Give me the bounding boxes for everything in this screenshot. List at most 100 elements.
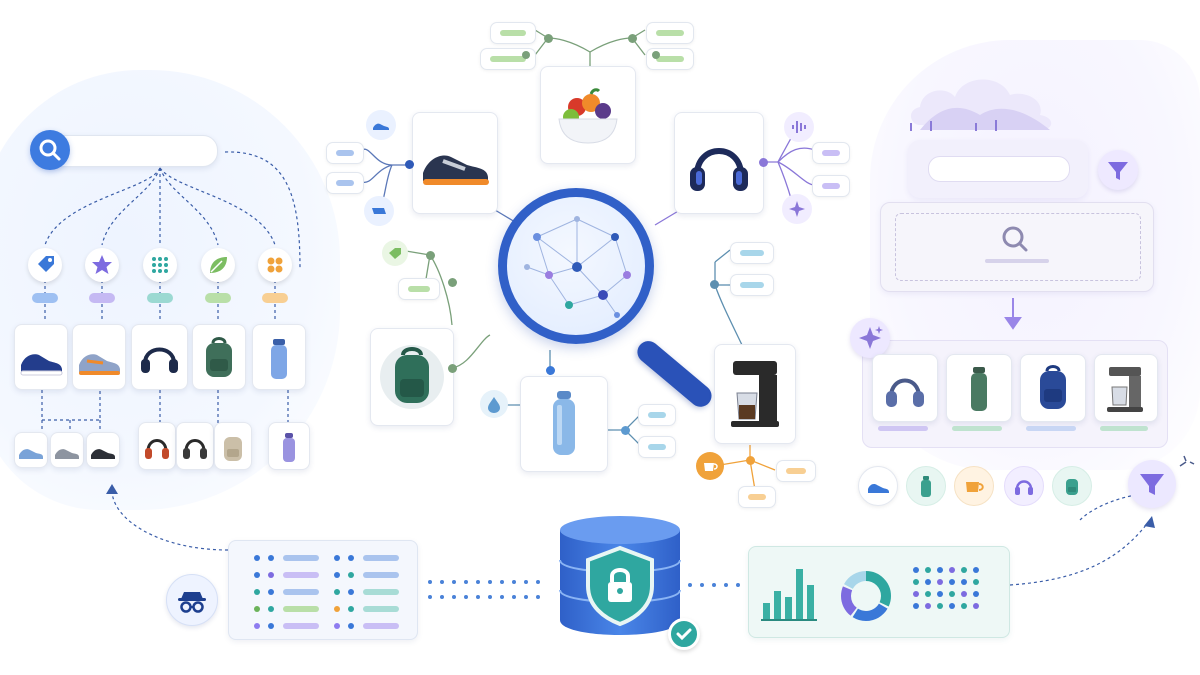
- result-label-bar: [878, 426, 928, 431]
- donut-chart-icon: [841, 571, 891, 621]
- bottle-icon[interactable]: [906, 466, 946, 506]
- backpack-icon: [1040, 365, 1066, 409]
- product-card-backpack[interactable]: [370, 328, 454, 426]
- backpack-icon: [380, 345, 444, 409]
- backpack-icon: [206, 337, 232, 377]
- branch-node: [522, 51, 530, 59]
- product-card-sneaker-orange[interactable]: [72, 324, 126, 390]
- headphones-icon[interactable]: [1004, 466, 1044, 506]
- result-card-coffee-maker[interactable]: [1094, 354, 1158, 422]
- sub-card-sneaker-black[interactable]: [86, 432, 120, 468]
- branch-node: [759, 158, 768, 167]
- water-drop-icon: [480, 390, 508, 418]
- tag-chip: [738, 486, 776, 508]
- tag-chip: [326, 142, 364, 164]
- sub-card-sneaker-gray[interactable]: [50, 432, 84, 468]
- fruit-bowl-icon: [558, 88, 618, 144]
- headphones-icon: [886, 378, 924, 407]
- sub-card-backpack-beige[interactable]: [214, 422, 252, 470]
- shoe-icon[interactable]: [858, 466, 898, 506]
- tag-icon[interactable]: [28, 248, 62, 282]
- coffee-cup-icon: [696, 452, 724, 480]
- result-label-bar: [952, 426, 1002, 431]
- branch-node: [746, 456, 755, 465]
- tag-chip: [326, 172, 364, 194]
- network-graph: [524, 216, 631, 318]
- sneaker-icon: [423, 155, 489, 185]
- water-bottle-icon: [971, 367, 987, 411]
- incognito-icon[interactable]: [166, 574, 218, 626]
- coffee-maker-icon: [731, 361, 779, 427]
- search-drop-zone[interactable]: [880, 202, 1154, 292]
- tag-chip: [812, 175, 850, 197]
- star-icon[interactable]: [85, 248, 119, 282]
- result-card-headphones[interactable]: [872, 354, 938, 422]
- funnel-icon[interactable]: [1128, 460, 1176, 508]
- backpack-icon[interactable]: [1052, 466, 1092, 506]
- product-card-fruit-bowl[interactable]: [540, 66, 636, 164]
- search-icon[interactable]: [30, 130, 70, 170]
- tag-icon: [364, 196, 394, 226]
- bar-chart-icon: [761, 569, 817, 621]
- sparkle-icon: [782, 194, 812, 224]
- tag-chip: [638, 436, 676, 458]
- product-card-water-bottle[interactable]: [520, 376, 608, 472]
- tag-chip: [730, 274, 774, 296]
- leaf-tag-icon: [382, 240, 408, 266]
- water-bottle-icon: [271, 339, 287, 379]
- result-label-bar: [1100, 426, 1148, 431]
- filter-label-bar: [205, 293, 231, 303]
- product-card-coffee-maker[interactable]: [714, 344, 796, 444]
- branch-node: [448, 278, 457, 287]
- sub-card-headphones-dark[interactable]: [176, 422, 214, 470]
- sub-card-headphones-red[interactable]: [138, 422, 176, 470]
- branch-node: [628, 34, 637, 43]
- sneaker-icon: [20, 354, 63, 376]
- product-card-sneaker-navy[interactable]: [14, 324, 68, 390]
- user-data-panel: [228, 540, 418, 640]
- tag-chip: [730, 242, 774, 264]
- right-search-bar[interactable]: [928, 156, 1070, 182]
- sub-card-sneaker-light-blue[interactable]: [14, 432, 48, 468]
- magnifying-glass-network-icon[interactable]: [498, 188, 654, 344]
- cup-icon[interactable]: [954, 466, 994, 506]
- data-rows: [254, 555, 399, 629]
- sparkle-lines-icon: [1179, 455, 1195, 467]
- branch-node: [652, 51, 660, 59]
- sub-card-bottle-purple[interactable]: [268, 422, 310, 470]
- branch-node: [710, 280, 719, 289]
- branch-node: [546, 366, 555, 375]
- grid-dots-icon[interactable]: [143, 248, 177, 282]
- product-card-water-bottle[interactable]: [252, 324, 306, 390]
- headphones-icon: [141, 347, 178, 373]
- secure-database-icon: [559, 516, 681, 635]
- flower-dots-icon[interactable]: [258, 248, 292, 282]
- filter-label-bar: [89, 293, 115, 303]
- tag-chip: [490, 22, 536, 44]
- leaf-icon[interactable]: [201, 248, 235, 282]
- filter-label-bar: [147, 293, 173, 303]
- branch-node: [544, 34, 553, 43]
- result-card-backpack-blue[interactable]: [1020, 354, 1086, 422]
- product-card-backpack-green[interactable]: [192, 324, 246, 390]
- product-card-sneaker[interactable]: [412, 112, 498, 214]
- result-card-water-bottle[interactable]: [946, 354, 1012, 422]
- product-card-headphones[interactable]: [674, 112, 764, 214]
- tag-chip: [776, 460, 816, 482]
- audio-wave-icon: [784, 112, 814, 142]
- tag-chip: [812, 142, 850, 164]
- left-search-input[interactable]: [77, 142, 211, 160]
- result-label-bar: [1026, 426, 1076, 431]
- branch-node: [426, 251, 435, 260]
- filter-label-bar: [32, 293, 58, 303]
- funnel-icon[interactable]: [1098, 150, 1138, 190]
- tag-chip: [638, 404, 676, 426]
- sneaker-icon: [79, 354, 120, 375]
- analytics-panel: [748, 546, 1010, 638]
- water-bottle-icon: [553, 391, 575, 455]
- product-card-headphones[interactable]: [131, 324, 188, 390]
- tag-chip: [398, 278, 440, 300]
- shoe-icon: [366, 110, 396, 140]
- branch-node: [448, 364, 457, 373]
